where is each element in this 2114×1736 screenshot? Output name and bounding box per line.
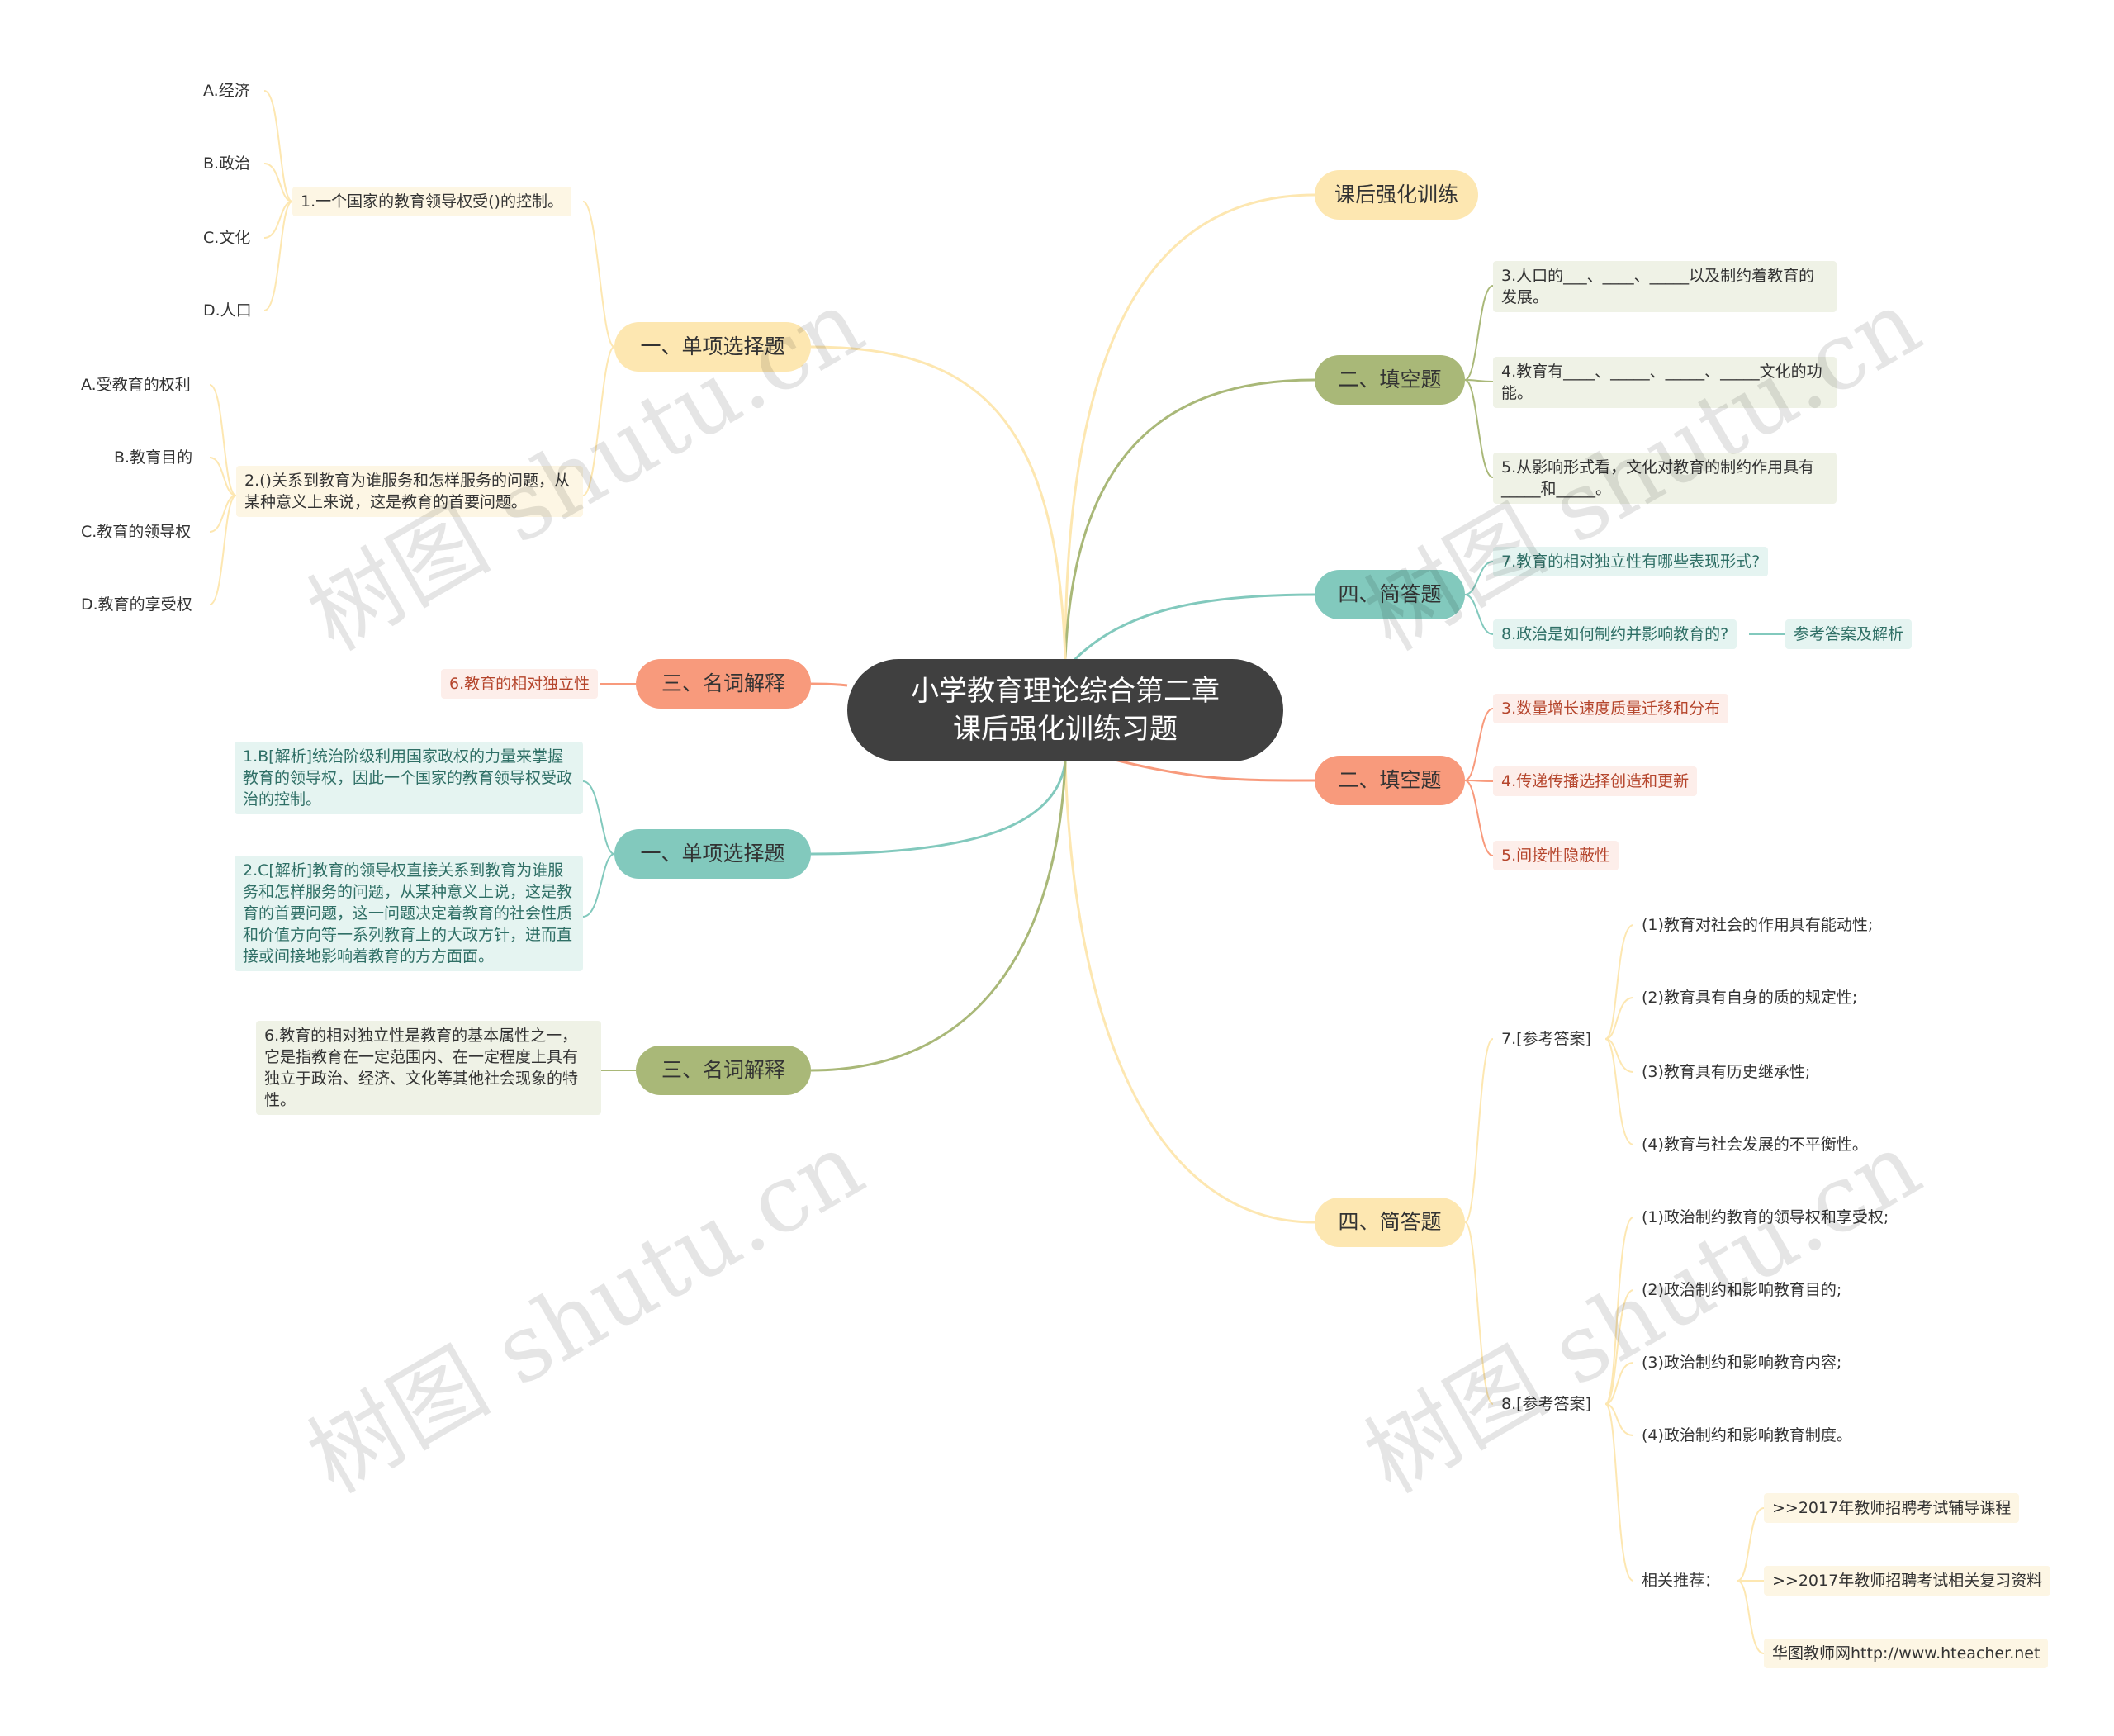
branch-term-questions[interactable]: 三、名词解释 (636, 659, 811, 709)
answer-7-item-2[interactable]: (2)教育具有自身的质的规定性; (1642, 989, 1858, 1007)
center-topic-line2: 课后强化训练习题 (953, 713, 1178, 746)
short-question-7[interactable]: 7.教育的相对独立性有哪些表现形式? (1493, 547, 1769, 576)
answer-8-item-3[interactable]: (3)政治制约和影响教育内容; (1642, 1354, 1842, 1372)
fill-answer-3[interactable]: 3.数量增长速度质量迁移和分布 (1493, 694, 1729, 723)
branch-fill-questions[interactable]: 二、填空题 (1315, 355, 1465, 405)
q2-option-a[interactable]: A.受教育的权利 (81, 376, 191, 394)
fill-question-3[interactable]: 3.人口的___、____、_____以及制约着教育的发展。 (1493, 261, 1837, 312)
term-question-6[interactable]: 6.教育的相对独立性 (441, 669, 599, 699)
reference-answer-link[interactable]: 参考答案及解析 (1785, 619, 1913, 649)
answer-7-item-4[interactable]: (4)教育与社会发展的不平衡性。 (1642, 1136, 1868, 1154)
recommendation-item-3[interactable]: 华图教师网http://www.hteacher.net (1764, 1639, 2049, 1668)
center-topic-line1: 小学教育理论综合第二章 (911, 675, 1220, 708)
q1-option-d[interactable]: D.人口 (203, 301, 252, 320)
fill-question-5[interactable]: 5.从影响形式看，文化对教育的制约作用具有_____和_____。 (1493, 453, 1837, 504)
recommendation-item-1[interactable]: >>2017年教师招聘考试辅导课程 (1764, 1493, 2020, 1523)
branch-after-class-training[interactable]: 课后强化训练 (1315, 170, 1478, 220)
answer-8-item-1[interactable]: (1)政治制约教育的领导权和享受权; (1642, 1208, 1889, 1226)
q2-option-c[interactable]: C.教育的领导权 (81, 523, 192, 541)
branch-short-answers[interactable]: 四、简答题 (1315, 1198, 1465, 1247)
choice-question-1[interactable]: 1.一个国家的教育领导权受()的控制。 (292, 187, 571, 216)
choice-answer-2[interactable]: 2.C[解析]教育的领导权直接关系到教育为谁服务和怎样服务的问题，从某种意义上说… (235, 856, 583, 971)
q2-option-b[interactable]: B.教育目的 (114, 448, 193, 467)
fill-answer-5[interactable]: 5.间接性隐蔽性 (1493, 841, 1619, 870)
fill-answer-4[interactable]: 4.传递传播选择创造和更新 (1493, 766, 1698, 796)
q2-option-d[interactable]: D.教育的享受权 (81, 595, 192, 614)
q1-option-a[interactable]: A.经济 (203, 82, 250, 100)
recommendation-item-2[interactable]: >>2017年教师招聘考试相关复习资料 (1764, 1566, 2051, 1596)
answer-8-item-4[interactable]: (4)政治制约和影响教育制度。 (1642, 1426, 1852, 1444)
short-answer-8[interactable]: 8.[参考答案] (1501, 1395, 1591, 1413)
choice-question-2[interactable]: 2.()关系到教育为谁服务和怎样服务的问题，从某种意义上来说，这是教育的首要问题… (236, 466, 583, 517)
related-recommendations[interactable]: 相关推荐： (1642, 1572, 1721, 1590)
branch-term-answers[interactable]: 三、名词解释 (636, 1046, 811, 1095)
fill-question-4[interactable]: 4.教育有____、_____、_____、_____文化的功能。 (1493, 357, 1837, 408)
branch-fill-answers[interactable]: 二、填空题 (1315, 756, 1465, 805)
q1-option-b[interactable]: B.政治 (203, 154, 251, 173)
answer-7-item-1[interactable]: (1)教育对社会的作用具有能动性; (1642, 916, 1874, 934)
branch-choice-answers[interactable]: 一、单项选择题 (614, 829, 811, 879)
short-question-8[interactable]: 8.政治是如何制约并影响教育的? (1493, 619, 1737, 649)
answer-7-item-3[interactable]: (3)教育具有历史继承性; (1642, 1063, 1811, 1081)
branch-choice-questions[interactable]: 一、单项选择题 (614, 322, 811, 372)
center-topic[interactable]: 小学教育理论综合第二章 课后强化训练习题 (847, 659, 1283, 761)
choice-answer-1[interactable]: 1.B[解析]统治阶级利用国家政权的力量来掌握教育的领导权，因此一个国家的教育领… (235, 742, 583, 814)
answer-8-item-2[interactable]: (2)政治制约和影响教育目的; (1642, 1281, 1842, 1299)
short-answer-7[interactable]: 7.[参考答案] (1501, 1030, 1591, 1048)
branch-short-questions[interactable]: 四、简答题 (1315, 570, 1465, 619)
term-answer-6[interactable]: 6.教育的相对独立性是教育的基本属性之一，它是指教育在一定范围内、在一定程度上具… (256, 1021, 601, 1115)
q1-option-c[interactable]: C.文化 (203, 229, 251, 247)
